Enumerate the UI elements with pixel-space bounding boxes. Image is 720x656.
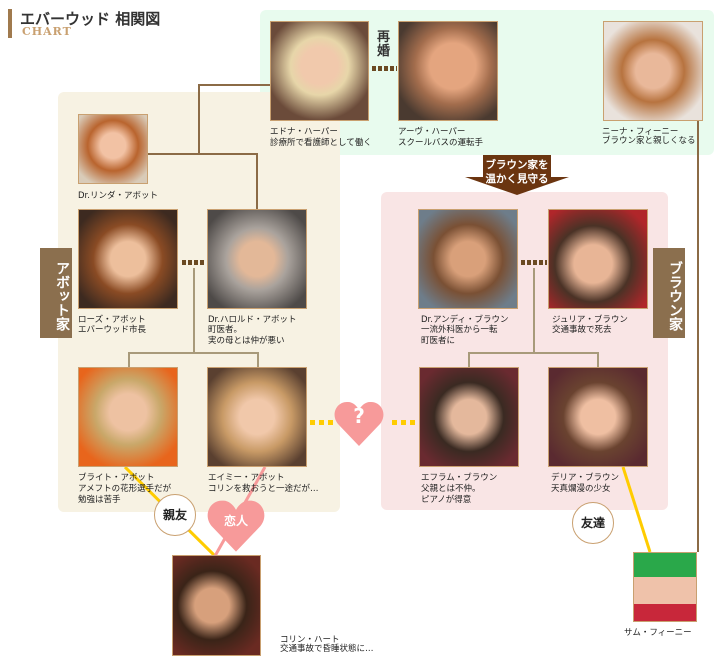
ephram-desc-2: ピアノが得意 <box>421 495 472 505</box>
bright-name: ブライト・アボット <box>78 473 155 483</box>
photo-delia[interactable] <box>548 367 648 467</box>
marriage-dotted-line <box>521 260 547 265</box>
edna-name: エドナ・ハーパー <box>270 127 338 137</box>
connector-line <box>193 268 195 354</box>
harold-desc-1: 町医者。 <box>208 325 243 335</box>
page-subtitle: CHART <box>22 25 72 38</box>
connector-line <box>257 352 259 367</box>
connector-line <box>533 268 535 354</box>
connector-line <box>256 153 258 209</box>
relation-dotted-line <box>392 420 420 425</box>
julia-name: ジュリア・ブラウン <box>552 315 628 325</box>
connector-line <box>697 120 699 552</box>
photo-colin[interactable] <box>172 555 261 656</box>
edna-desc: 診療所で看護師として働く <box>270 138 372 148</box>
rose-desc: エバーウッド市長 <box>78 325 147 335</box>
photo-edna[interactable] <box>270 21 369 121</box>
photo-bright[interactable] <box>78 367 178 467</box>
julia-desc: 交通事故で死去 <box>552 325 612 335</box>
nina-desc: ブラウン家と親しくなる <box>602 136 696 146</box>
lover-heart-icon <box>207 500 265 552</box>
rose-name: ローズ・アボット <box>78 315 146 325</box>
friend-badge: 友達 <box>572 502 614 544</box>
linda-name: Dr.リンダ・アボット <box>78 191 158 201</box>
photo-irv[interactable] <box>398 21 498 121</box>
colin-desc: 交通事故で昏睡状態に… <box>280 644 374 654</box>
best-friend-badge: 親友 <box>154 494 196 536</box>
photo-julia[interactable] <box>548 209 648 309</box>
arrow-down-icon <box>465 155 569 195</box>
irv-name: アーヴ・ハーパー <box>398 127 466 137</box>
nina-name: ニーナ・フィーニー <box>602 127 679 137</box>
delia-name: デリア・ブラウン <box>551 473 620 483</box>
connector-line <box>468 352 470 367</box>
arrow-label: ブラウン家を 温かく見守る <box>485 159 549 185</box>
photo-sam[interactable] <box>633 552 697 622</box>
connector-line <box>148 153 258 155</box>
photo-rose[interactable] <box>78 209 178 309</box>
photo-ephram[interactable] <box>419 367 519 467</box>
andy-desc-2: 町医者に <box>421 336 456 346</box>
page-title: エバーウッド 相関図 <box>20 10 161 28</box>
irv-desc: スクールバスの運転手 <box>398 138 484 148</box>
sam-name: サム・フィーニー <box>624 628 692 638</box>
photo-amy[interactable] <box>207 367 307 467</box>
connector-line <box>597 352 599 367</box>
connector-line <box>128 352 259 354</box>
photo-linda[interactable] <box>78 114 148 184</box>
marriage-dotted-line <box>182 260 206 265</box>
andy-name: Dr.アンディ・ブラウン <box>421 315 509 325</box>
heart-icon <box>334 401 384 446</box>
connector-line <box>128 352 130 367</box>
remarriage-label: 再婚 <box>377 30 391 59</box>
amy-desc: コリンを救おうと一途だが… <box>208 484 319 494</box>
colin-name: コリン・ハート <box>280 635 340 645</box>
brown-family-label: ブラウン家 <box>653 248 685 338</box>
photo-harold[interactable] <box>207 209 307 309</box>
ephram-name: エフラム・ブラウン <box>421 473 498 483</box>
title-accent <box>8 9 12 38</box>
harold-desc-2: 実の母とは仲が悪い <box>208 336 285 346</box>
question-mark: ? <box>353 404 365 428</box>
connector-line <box>198 84 270 86</box>
amy-name: エイミー・アボット <box>208 473 285 483</box>
bright-desc-1: アメフトの花形選手だが <box>78 484 172 494</box>
delia-desc: 天真爛漫の少女 <box>551 484 611 494</box>
andy-desc-1: 一流外科医から一転 <box>421 325 498 335</box>
relation-dotted-line <box>310 420 334 425</box>
abbott-family-label: アボット家 <box>40 248 72 338</box>
lover-label: 恋人 <box>223 514 248 528</box>
photo-nina[interactable] <box>603 21 703 121</box>
ephram-desc-1: 父親とは不仲。 <box>421 484 481 494</box>
marriage-dotted-line <box>372 66 397 71</box>
photo-andy[interactable] <box>418 209 518 309</box>
bright-desc-2: 勉強は苦手 <box>78 495 121 505</box>
harold-name: Dr.ハロルド・アボット <box>208 315 297 325</box>
connector-line <box>468 352 599 354</box>
connector-line <box>198 84 200 154</box>
